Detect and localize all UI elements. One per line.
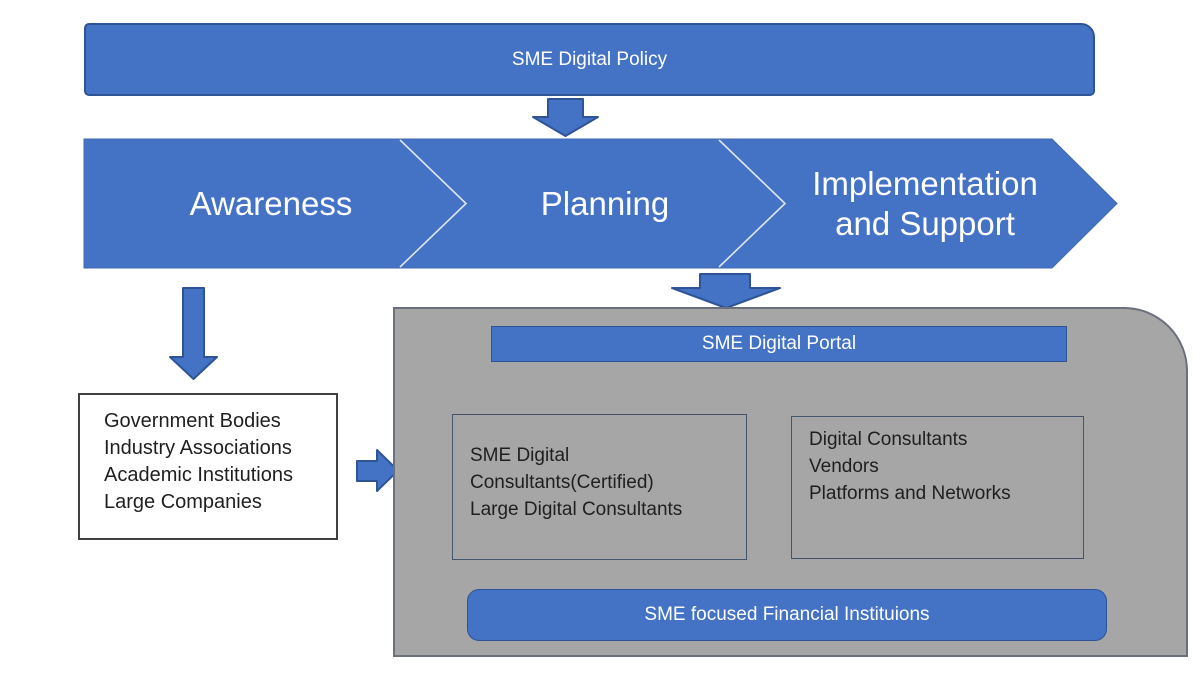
down-arrow-icon — [671, 273, 781, 309]
consultants-line: Consultants(Certified) — [470, 472, 654, 493]
stakeholder-line: Academic Institutions — [104, 464, 293, 486]
stakeholder-line: Large Companies — [104, 491, 262, 513]
financial-bar: SME focused Financial Instituions — [467, 589, 1107, 641]
down-arrow-icon — [169, 287, 218, 380]
consultants-line: SME Digital — [470, 445, 570, 466]
policy-banner: SME Digital Policy — [84, 23, 1095, 96]
financial-bar-label: SME focused Financial Instituions — [644, 604, 930, 625]
chevron-divider-icon — [718, 139, 787, 268]
consultants-box: SME Digital Consultants(Certified) Large… — [452, 414, 747, 560]
vendors-line: Digital Consultants — [809, 429, 968, 450]
portal-panel: SME Digital Portal SME Digital Consultan… — [393, 307, 1188, 657]
step-implementation-label: Implementation and Support — [812, 164, 1038, 242]
portal-bar-label: SME Digital Portal — [701, 333, 857, 354]
right-arrow-icon — [356, 449, 399, 492]
vendors-line: Vendors — [809, 456, 879, 477]
step-planning-label: Planning — [540, 184, 670, 222]
stakeholder-line: Industry Associations — [104, 437, 292, 459]
down-arrow-icon — [532, 98, 599, 137]
chevron-divider-icon — [399, 139, 468, 268]
policy-banner-label: SME Digital Policy — [511, 48, 668, 70]
vendors-line: Platforms and Networks — [809, 483, 1011, 504]
process-band-shape — [83, 138, 1118, 269]
stakeholder-line: Government Bodies — [104, 410, 281, 432]
step-awareness-label: Awareness — [189, 184, 353, 222]
vendors-box: Digital Consultants Vendors Platforms an… — [791, 416, 1084, 559]
portal-bar: SME Digital Portal — [491, 326, 1067, 362]
consultants-line: Large Digital Consultants — [470, 499, 683, 520]
stakeholders-box: Government Bodies Industry Associations … — [78, 393, 338, 540]
